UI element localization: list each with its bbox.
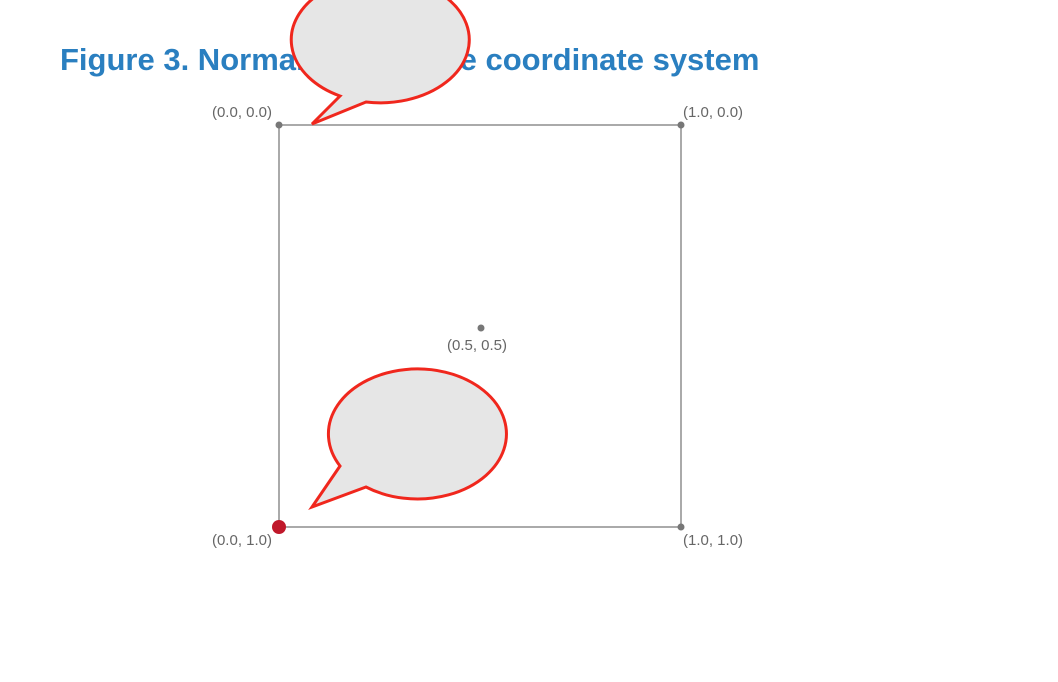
highlighted-origin-point	[272, 520, 286, 534]
corner-point-top-right	[677, 121, 685, 129]
speech-bubble-icon-bottom	[308, 367, 508, 511]
center-point	[477, 324, 485, 332]
corner-point-bottom-right	[677, 523, 685, 531]
label-top-left: (0.0, 0.0)	[212, 104, 272, 121]
label-bottom-left: (0.0, 1.0)	[212, 532, 272, 549]
label-top-right: (1.0, 0.0)	[683, 104, 743, 121]
texture-square-frame	[278, 124, 682, 528]
corner-point-top-left	[275, 121, 283, 129]
label-bottom-right: (1.0, 1.0)	[683, 532, 743, 549]
label-center: (0.5, 0.5)	[447, 337, 507, 354]
speech-bubble-icon-top	[289, 0, 471, 126]
